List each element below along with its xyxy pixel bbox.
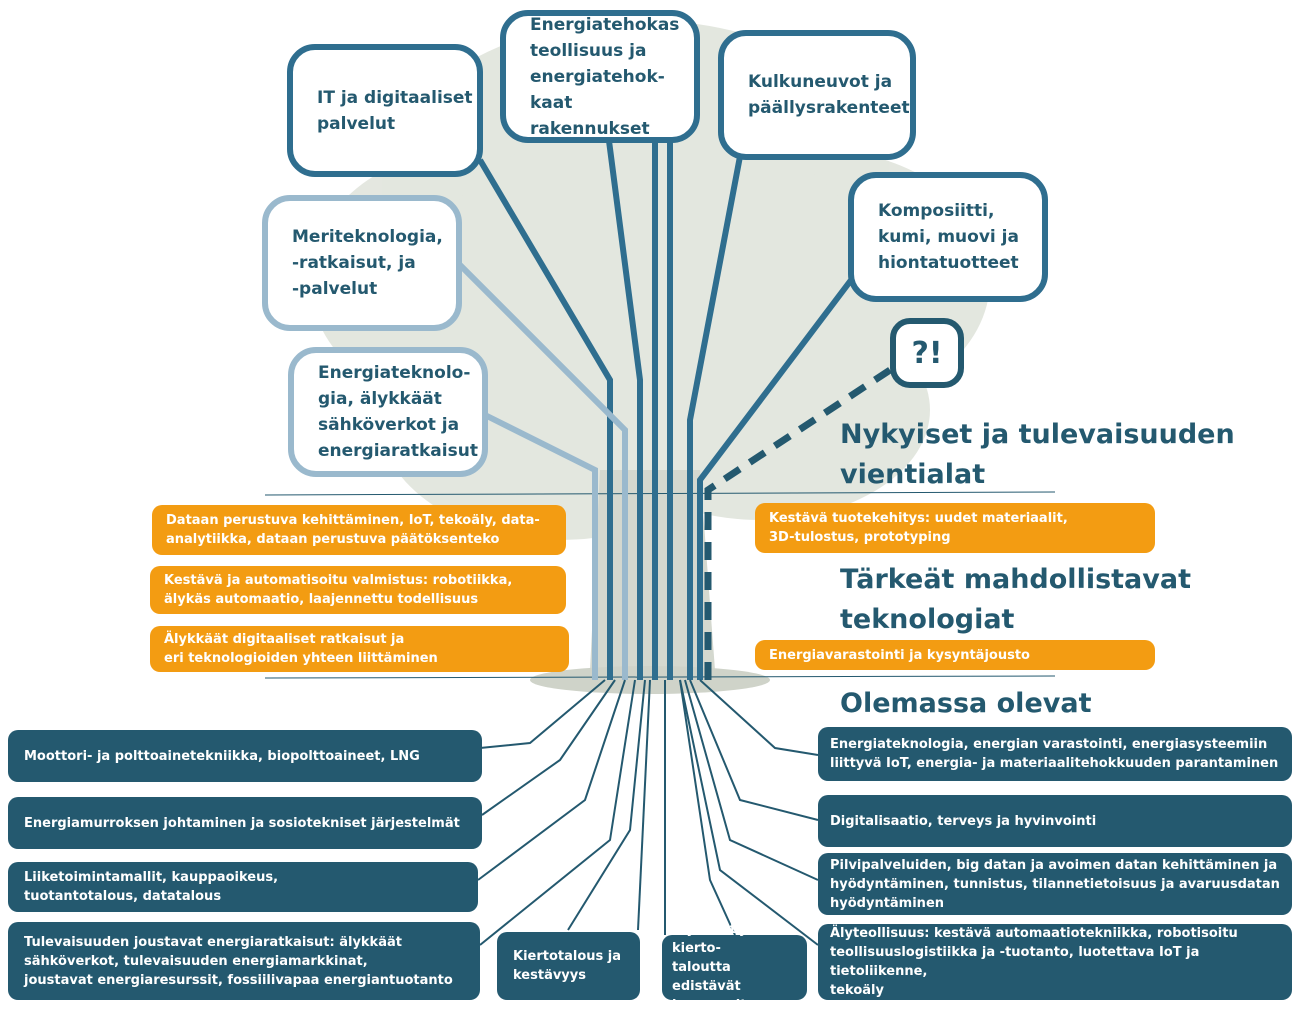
heading-enabling-technologies: Tärkeät mahdollistavat teknologiat [840,564,1191,635]
research-area-engines: Moottori- ja polttoainetekniikka, biopol… [8,730,482,782]
root-line [699,679,819,756]
research-area-energy-technology: Energiateknologia, energian varastointi,… [818,727,1292,781]
research-area-cloud-big-data: Pilvipalveluiden, big datan ja avoimen d… [818,853,1292,915]
divider-line [264,491,1056,496]
root-line [479,679,606,749]
branch-line [483,412,598,680]
root-line [684,679,819,881]
question-mark-badge: ?! [890,318,964,388]
export-sector-composites: Komposiitti, kumi, muovi ja hiontatuotte… [848,172,1048,302]
root-line [679,679,736,936]
research-area-digitalisation-health: Digitalisaatio, terveys ja hyvinvointi [818,795,1292,847]
root-line [481,679,616,816]
root-line [679,679,819,946]
enabling-tech-manufacturing: Kestävä ja automatisoitu valmistus: robo… [150,566,566,614]
dashed-connector [704,367,892,680]
branch-line [697,253,873,680]
root-line [477,679,626,881]
enabling-tech-energy-storage: Energiavarastointi ja kysyntäjousto [755,640,1155,670]
enabling-tech-product-development: Kestävä tuotekehitys: uudet materiaalit,… [755,503,1155,553]
research-area-energy-transition: Energiamurroksen johtaminen ja sosiotekn… [8,797,482,849]
research-area-circular-economy: Kiertotalous ja kestävyys [497,932,640,1000]
branch-line [687,129,748,680]
export-sector-it: IT ja digitaaliset palvelut [287,44,483,177]
research-area-flexible-energy: Tulevaisuuden joustavat energiaratkaisut… [8,922,480,1000]
heading-export-sectors: Nykyiset ja tulevaisuuden vientialat [840,419,1235,490]
research-area-smart-cities: Älykkäät ja kierto- taloutta edistävät k… [662,922,807,1013]
export-sector-energy-efficient-industry: Energiatehokas teollisuus ja energiateho… [500,10,700,143]
root-line [637,679,651,931]
root-line [689,679,819,821]
enabling-tech-data: Dataan perustuva kehittäminen, IoT, teko… [152,505,566,555]
enabling-tech-integration: Älykkäät digitaaliset ratkaisut ja eri t… [150,626,569,672]
export-sector-vehicles: Kulkuneuvot ja päällysrakenteet [718,30,916,160]
branch-line [452,257,628,680]
export-sector-marine: Meriteknologia, -ratkaisut, ja -palvelut [262,195,462,331]
research-area-business-models: Liiketoimintamallit, kauppaoikeus, tuota… [8,862,478,912]
export-sector-energy-technology: Energiateknolo- gia, älykkäät sähköverko… [288,347,488,477]
divider-line [264,675,1056,679]
research-area-smart-industry: Älyteollisuus: kestävä automaatiotekniik… [818,924,1292,1000]
branch-line [477,158,613,680]
branch-line [602,109,643,680]
root-line [567,679,646,931]
root-line [479,679,636,946]
